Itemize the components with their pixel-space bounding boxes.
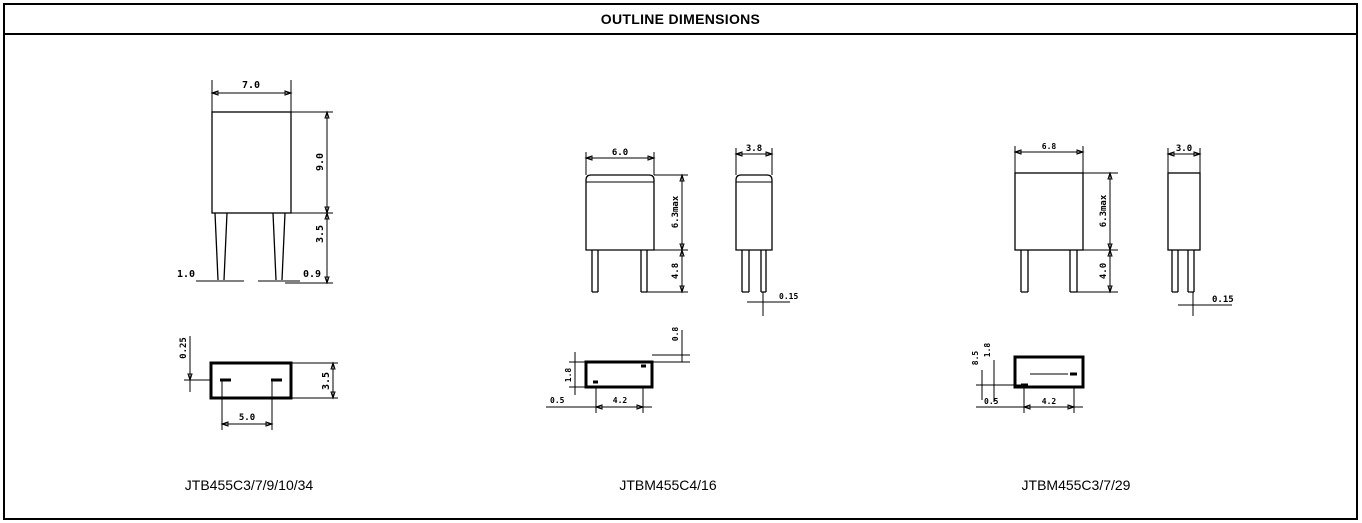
part3-lead-dia-label: 0.15 (1212, 295, 1234, 305)
part2-bottom-view: 0.8 1.8 0.5 4.2 (546, 327, 690, 413)
part3-width-label: 6.8 (1042, 142, 1057, 151)
part2-side-width-label: 3.8 (746, 144, 762, 154)
part2-lead-left (591, 250, 599, 293)
part2-bottom-depth-label: 1.8 (564, 368, 573, 383)
part2-side-lead-b (760, 250, 767, 293)
part3-bottom-body (1013, 355, 1085, 389)
section-title: OUTLINE DIMENSIONS (5, 5, 1356, 35)
part2-bottom-left-label: 0.5 (550, 396, 565, 405)
outline-frame: OUTLINE DIMENSIONS (3, 3, 1358, 520)
part3-lead-right (1069, 250, 1078, 293)
part3-side-lead-b (1187, 250, 1195, 293)
part3-side-view: 3.0 0.15 (1166, 144, 1234, 316)
part3-lead-length-label: 4.0 (1099, 263, 1109, 279)
part3-side-width-label: 3.0 (1176, 144, 1192, 154)
part3-height-label: 6.3max (1099, 194, 1109, 227)
part3-side-lead-a (1171, 250, 1179, 293)
part1-lead-right (272, 212, 286, 281)
part3-body (1014, 172, 1084, 251)
part1-body (211, 111, 292, 214)
part1-lead-left (214, 212, 228, 281)
part2-caption: JTBM455C4/16 (619, 477, 717, 493)
part3-lead-left (1020, 250, 1029, 293)
part3-bottom-b-label: 1.8 (983, 343, 992, 358)
part2-height-label: 6.3max (671, 195, 681, 228)
part2-side-view: 3.8 0.15 (734, 144, 798, 316)
part1-width-label: 7.0 (242, 80, 260, 91)
part1-height-label: 9.0 (315, 153, 326, 171)
part3-caption: JTBM455C3/7/29 (1021, 477, 1131, 493)
part2-front-view: 6.0 6.3max 4.8 (584, 148, 688, 294)
part3-bottom-view: 8.5 1.8 0.5 4.2 (971, 343, 1085, 413)
part1-lead-left-label: 1.0 (177, 269, 195, 280)
part2-body (585, 174, 655, 251)
part2-pitch-label: 4.2 (613, 396, 628, 405)
part2-lead-length-label: 4.8 (671, 263, 681, 279)
part2-width-label: 6.0 (612, 148, 628, 158)
part3-front-view: 6.8 6.3max 4.0 (1013, 142, 1118, 294)
part3-bottom-a-label: 8.5 (971, 351, 980, 366)
part2-lead-dia-label: 0.15 (779, 292, 798, 301)
part2-bottom-body (584, 360, 654, 389)
part3-bottom-left-label: 0.5 (984, 397, 999, 406)
part2-side-body (735, 174, 773, 251)
part2-side-lead-a (741, 250, 750, 293)
part3-pitch-label: 4.2 (1042, 397, 1057, 406)
part2-lead-right (640, 250, 648, 293)
part1-pitch-label: 5.0 (239, 413, 255, 423)
part1-caption: JTB455C3/7/9/10/34 (184, 477, 314, 493)
part3-side-body (1167, 172, 1201, 251)
part1-lead-length-label: 3.5 (315, 225, 326, 243)
part1-bottom-depth-label: 3.5 (321, 372, 332, 390)
part2-bottom-top-label: 0.8 (671, 327, 680, 342)
part1-lead-right-label: 0.9 (303, 269, 321, 280)
part1-bottom-view: 0.25 3.5 5.0 (179, 336, 338, 430)
part1-front-view: 7.0 9.0 3.5 1.0 0.9 (177, 80, 333, 285)
part1-bottom-thickness-label: 0.25 (179, 337, 189, 359)
